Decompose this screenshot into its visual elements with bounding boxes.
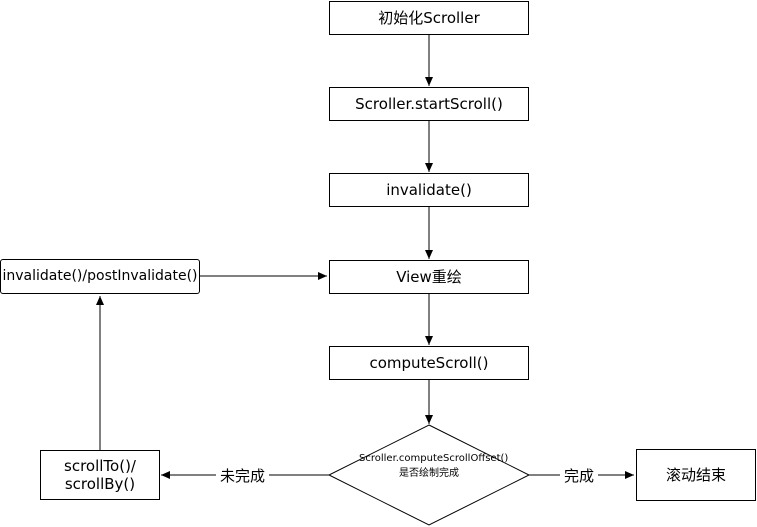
decision-line-2: 是否绘制完成 — [399, 468, 459, 479]
node-compute-scroll-label: computeScroll() — [369, 354, 489, 372]
decision-text: Scroller.computeScrollOffset() 是否绘制完成 — [359, 452, 509, 480]
edge-label-done: 完成 — [560, 465, 599, 485]
node-invalidate: invalidate() — [329, 173, 529, 207]
decision-line-1: Scroller.computeScrollOffset() — [359, 453, 509, 464]
node-scroll-end: 滚动结束 — [636, 449, 756, 501]
node-invalidate-label: invalidate() — [386, 181, 472, 199]
node-start-scroll: Scroller.startScroll() — [329, 87, 529, 121]
node-invalidate-post-label: invalidate()/postInvalidate() — [2, 268, 198, 285]
node-scroll-to-by-label: scrollTo()/ scrollBy() — [64, 457, 136, 493]
node-init-scroller: 初始化Scroller — [329, 1, 529, 35]
node-init-scroller-label: 初始化Scroller — [378, 9, 480, 27]
node-view-redraw-label: View重绘 — [396, 268, 462, 286]
node-start-scroll-label: Scroller.startScroll() — [355, 95, 503, 113]
node-compute-scroll: computeScroll() — [329, 346, 529, 380]
node-scroll-end-label: 滚动结束 — [665, 466, 726, 484]
node-view-redraw: View重绘 — [329, 260, 529, 294]
node-scroll-to-by: scrollTo()/ scrollBy() — [40, 450, 160, 500]
edge-label-not-done: 未完成 — [216, 465, 270, 485]
node-invalidate-post: invalidate()/postInvalidate() — [0, 259, 200, 294]
decision-diamond — [327, 424, 531, 526]
